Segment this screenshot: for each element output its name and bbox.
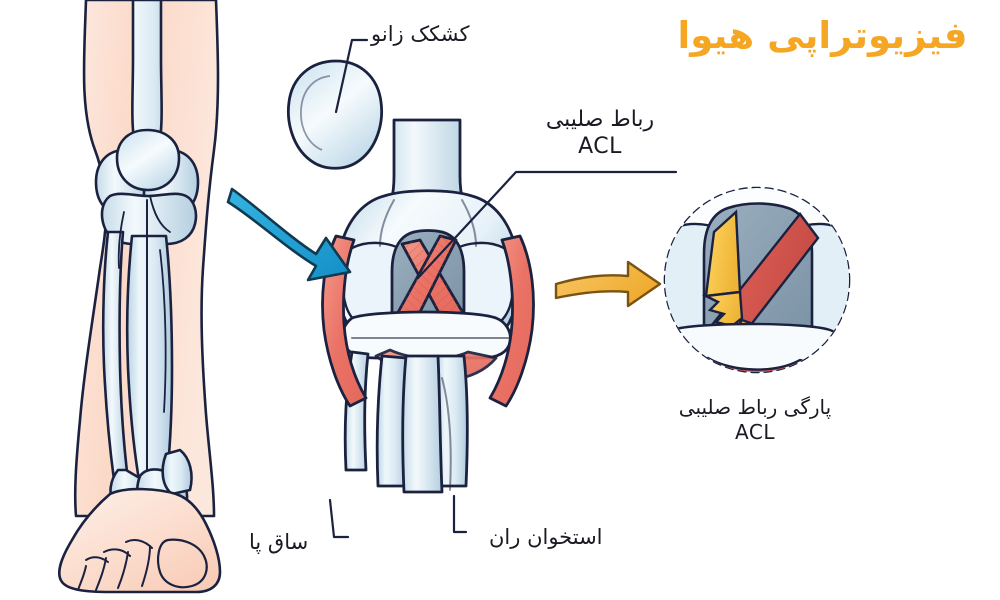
label-femur-fa: استخوان ران: [489, 525, 603, 549]
figure-leg: [58, 0, 222, 594]
label-acl-tear: پارگی رباط صلیبی ACL: [655, 395, 855, 444]
label-acl-en: ACL: [578, 133, 622, 159]
leader-patella: [334, 38, 369, 114]
label-patella-fa: کشکک زانو: [371, 22, 470, 46]
leader-femur: [452, 494, 468, 534]
label-shin-fa: ساق پا: [249, 530, 309, 554]
label-acl-tear-en: ACL: [735, 419, 775, 444]
label-acl-fa: رباط صلیبی: [545, 107, 655, 132]
figure-torn-acl-closeup: [663, 186, 851, 374]
label-patella: کشکک زانو: [371, 22, 469, 47]
arrow-leg-to-knee: [226, 187, 352, 282]
figure-knee-joint: [321, 118, 535, 494]
leader-shin: [328, 498, 350, 539]
label-acl-tear-fa: پارگی رباط صلیبی: [678, 395, 832, 419]
label-acl: رباط صلیبی ACL: [525, 107, 675, 160]
leader-acl: [416, 170, 678, 280]
leader-lines: [328, 38, 678, 539]
label-femur: استخوان ران: [489, 525, 603, 550]
arrow-knee-to-closeup: [554, 260, 662, 308]
label-shin: ساق پا: [249, 530, 308, 555]
watermark-text: فیزیوتراپی هیوا: [677, 14, 968, 57]
figure-patella-detail: [287, 59, 383, 170]
